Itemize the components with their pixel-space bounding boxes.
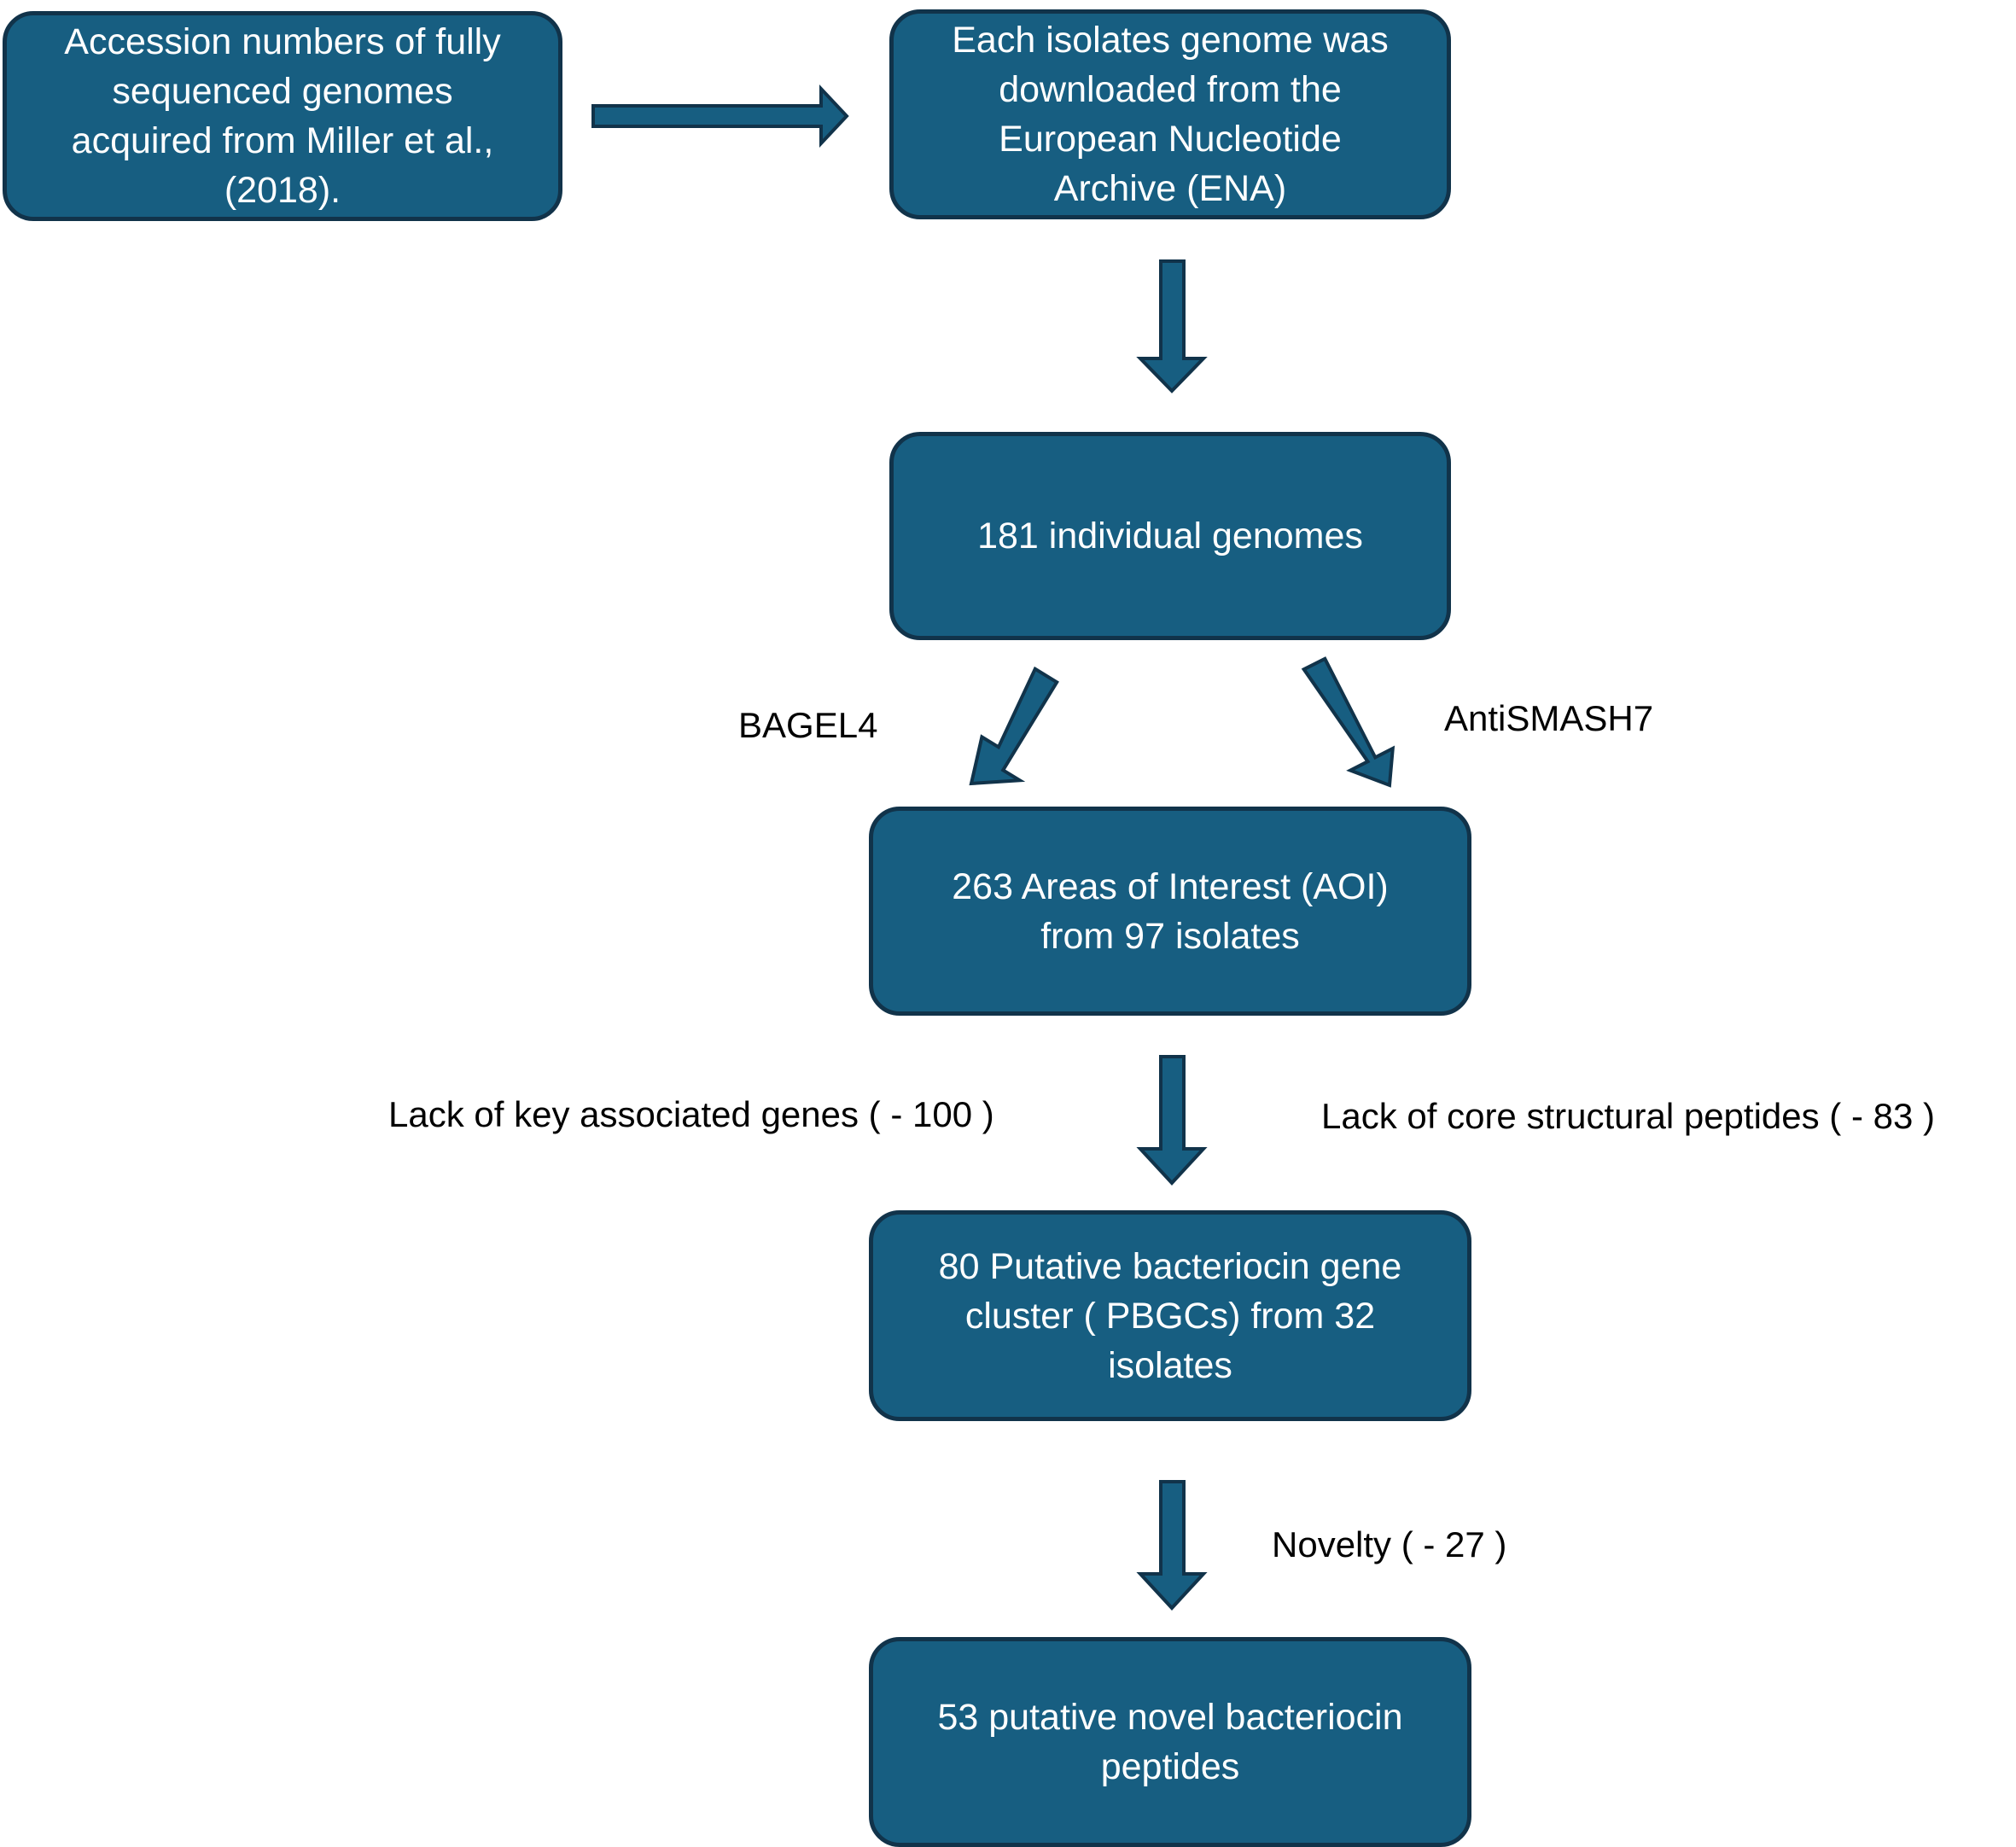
arrow-right-accession-to-download: [591, 84, 849, 149]
label-lack-key-genes: Lack of key associated genes ( - 100 ): [388, 1094, 994, 1134]
box-putative-gene-clusters: 80 Putative bacteriocin gene cluster ( P…: [869, 1210, 1471, 1421]
box-individual-genomes-text: 181 individual genomes: [977, 516, 1363, 556]
box-novel-bacteriocin-peptides-text: 53 putative novel bacteriocin peptides: [937, 1697, 1403, 1787]
arrow-bagel4: [969, 666, 1059, 786]
box-novel-bacteriocin-peptides: 53 putative novel bacteriocin peptides: [869, 1637, 1471, 1847]
arrow-down-to-genomes: [1136, 259, 1208, 393]
box-genome-download: Each isolates genome was downloaded from…: [889, 9, 1451, 219]
box-putative-gene-clusters-text: 80 Putative bacteriocin gene cluster ( P…: [938, 1245, 1402, 1386]
arrow-down-to-novel: [1136, 1480, 1208, 1611]
box-individual-genomes: 181 individual genomes: [889, 432, 1451, 640]
arrow-down-to-pbgc: [1136, 1055, 1208, 1186]
label-novelty: Novelty ( - 27 ): [1272, 1524, 1507, 1564]
box-accession-numbers-text: Accession numbers of fully sequenced gen…: [64, 21, 501, 211]
label-antismash7: AntiSMASH7: [1444, 698, 1654, 738]
box-areas-of-interest-text: 263 Areas of Interest (AOI) from 97 isol…: [952, 865, 1389, 957]
box-areas-of-interest: 263 Areas of Interest (AOI) from 97 isol…: [869, 807, 1471, 1016]
arrow-antismash7: [1301, 656, 1395, 788]
box-accession-numbers: Accession numbers of fully sequenced gen…: [3, 11, 562, 221]
label-lack-core-peptides: Lack of core structural peptides ( - 83 …: [1321, 1096, 1935, 1136]
box-genome-download-text: Each isolates genome was downloaded from…: [952, 20, 1389, 209]
label-bagel4: BAGEL4: [738, 705, 878, 745]
